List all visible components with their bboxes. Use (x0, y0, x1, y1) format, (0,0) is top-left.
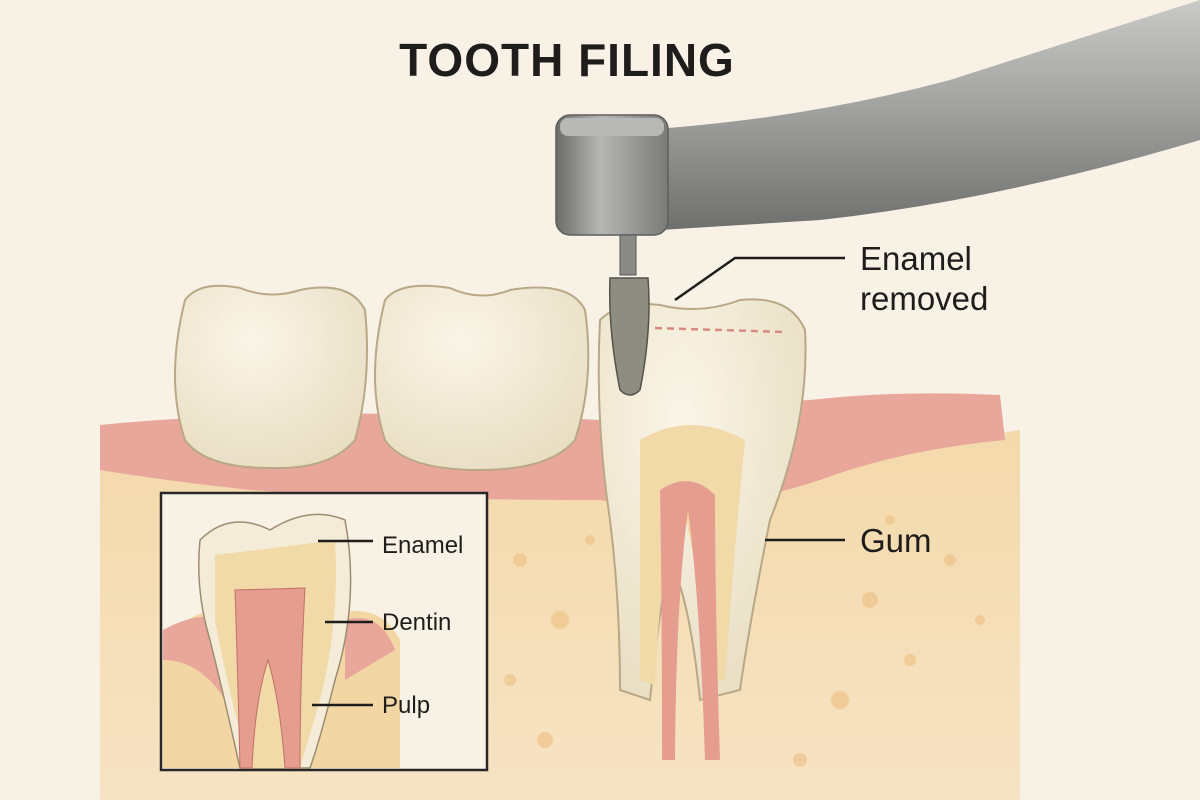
label-enamel-removed-line2: removed (860, 280, 988, 317)
pulp-canal (660, 481, 720, 760)
diamond-bur (608, 277, 650, 396)
label-gum: Gum (860, 522, 932, 559)
molar-tooth-2 (374, 284, 590, 472)
diagram-title: TOOTH FILING (399, 34, 735, 86)
inset-label-enamel: Enamel (382, 532, 463, 559)
handpiece-cap (560, 118, 664, 136)
enamel-removed-dashed-line (654, 326, 786, 334)
label-enamel-removed-line1: Enamel (860, 240, 972, 277)
molar-tooth-1 (174, 284, 368, 470)
handpiece-head (555, 114, 669, 236)
inset-label-pulp: Pulp (382, 692, 430, 719)
inset-label-dentin: Dentin (382, 609, 451, 636)
inset-tooth-cross-section: Enamel Dentin Pulp (159, 491, 489, 772)
bone-pores (504, 515, 985, 767)
bur-shank (619, 234, 637, 276)
enamel-removed-leader-line (674, 256, 845, 302)
handpiece-neck (640, 0, 1200, 230)
